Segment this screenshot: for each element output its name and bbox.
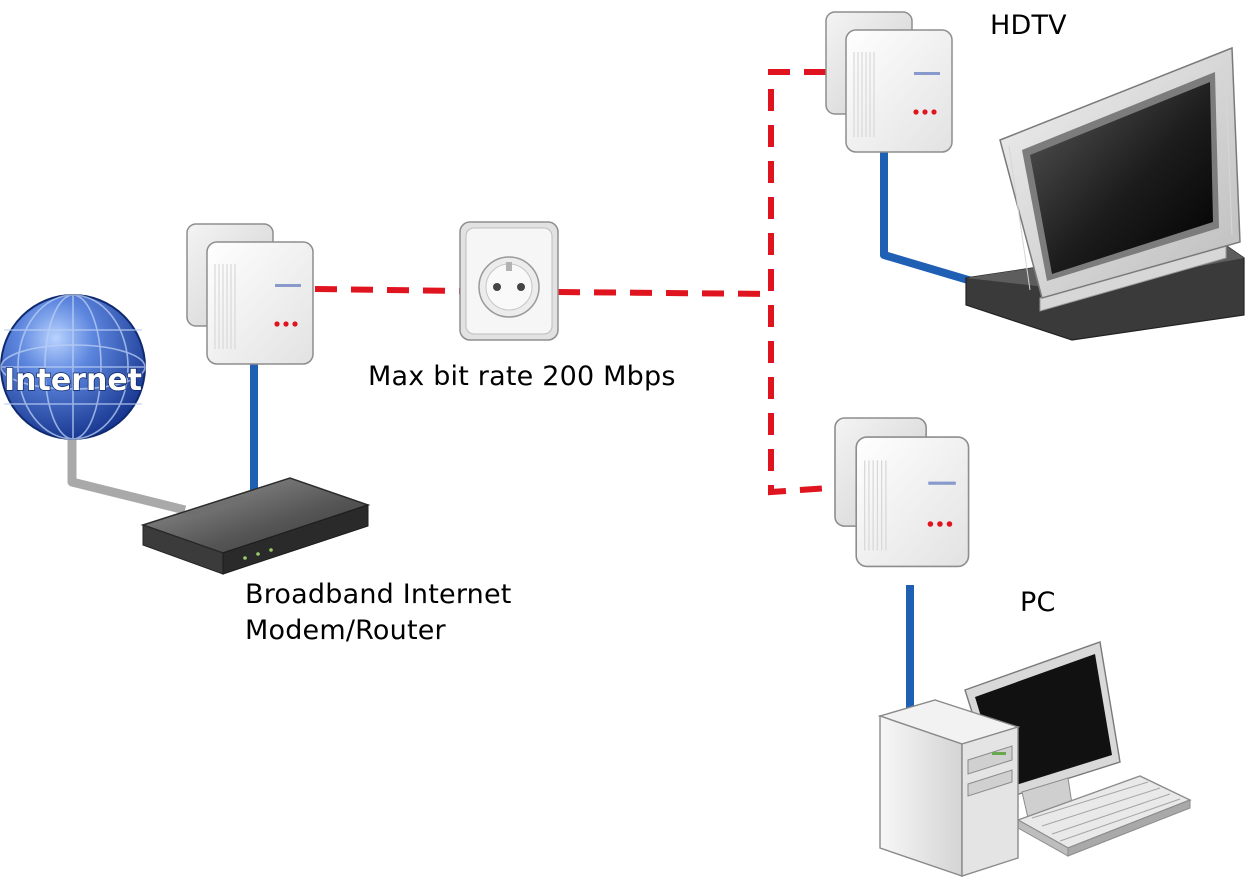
powerline-branch-hdtv-pc <box>768 69 831 496</box>
internet-label: Internet <box>4 363 142 398</box>
bit-rate-label: Max bit rate 200 Mbps <box>368 361 676 392</box>
internet-cable <box>67 420 187 515</box>
powerline-link-socket-branch <box>557 289 774 297</box>
powerline-adapter-icon <box>825 11 953 153</box>
powerline-adapter-icon <box>186 223 314 365</box>
router-label-line1: Broadband Internet <box>245 579 512 610</box>
powerline-adapter-icon <box>834 417 970 568</box>
hdtv-label: HDTV <box>990 10 1067 41</box>
hdtv-icon <box>965 46 1245 341</box>
wall-socket-icon <box>459 221 559 341</box>
router-label-line2: Modem/Router <box>245 615 446 646</box>
keyboard-icon <box>1016 775 1192 857</box>
pc-tower-icon <box>877 699 1021 877</box>
hdtv-ethernet-cable <box>880 148 977 286</box>
pc-label: PC <box>1020 587 1056 618</box>
powerline-link-router-socket <box>314 286 463 294</box>
router-icon <box>140 477 371 575</box>
globe-icon: Internet <box>0 294 146 440</box>
powerline-links <box>314 69 831 496</box>
